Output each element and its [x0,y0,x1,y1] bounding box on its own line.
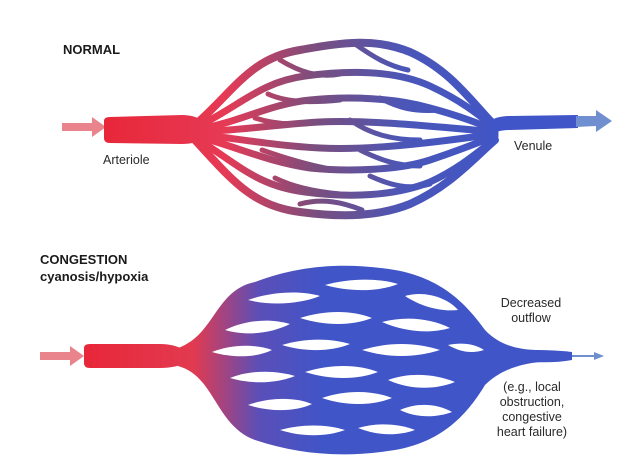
decreased-outflow-label: Decreased outflow [486,296,576,326]
note-line3: congestive [502,410,562,424]
normal-arteriole-trunk [104,115,204,144]
congestion-subtitle: cyanosis/hypoxia [40,269,149,284]
note-line4: heart failure) [496,425,568,439]
decreased-outflow-line1: Decreased [500,296,562,310]
arteriole-label: Arteriole [103,153,150,167]
normal-capillaries [191,38,499,220]
congestion-venule-trunk [535,350,572,363]
note-line1: (e.g., local [503,380,561,394]
congestion-cause-note: (e.g., local obstruction, congestive hea… [482,380,582,440]
normal-outflow-arrow [576,110,612,132]
congestion-tissue-gaps [212,279,484,436]
decreased-outflow-line2: outflow [511,311,551,325]
normal-venule-trunk [488,115,578,136]
congestion-outflow-arrow [572,352,604,360]
venule-label: Venule [514,139,553,153]
note-line2: obstruction, [499,395,565,409]
normal-title: NORMAL [63,42,121,57]
normal-capillary-bed [62,38,612,220]
normal-inflow-arrow [62,117,106,137]
congestion-title: CONGESTION [40,252,128,267]
congestion-capillary-bed [40,265,604,455]
congestion-arteriole-trunk [84,344,188,368]
congestion-inflow-arrow [40,346,84,366]
